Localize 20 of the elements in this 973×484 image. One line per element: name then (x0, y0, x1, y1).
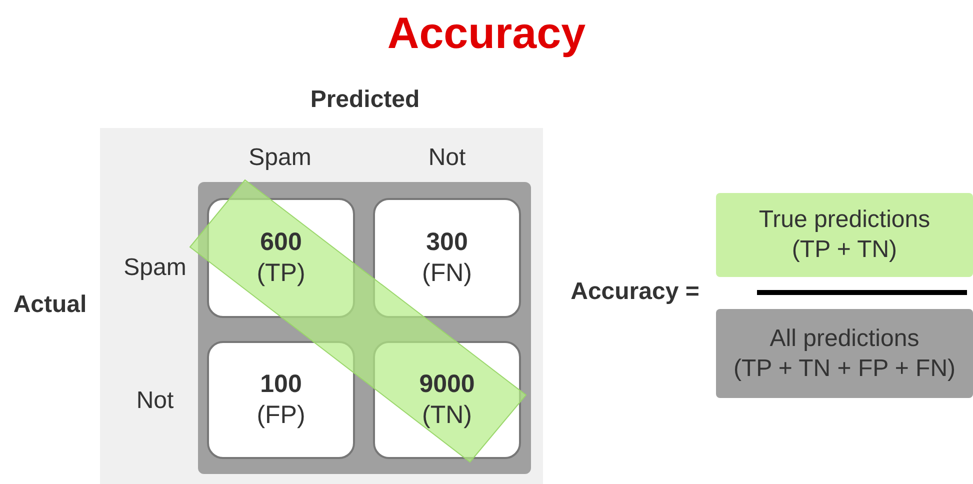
count-value: 100 (260, 369, 302, 400)
cell-label: (FN) (422, 258, 472, 289)
cell-label: (FP) (256, 400, 306, 431)
column-header: Spam (248, 144, 312, 172)
formula-label: Accuracy = (570, 278, 700, 306)
cell-label: (TP) (256, 258, 306, 289)
count-value: 600 (260, 227, 302, 258)
axis-title: Actual (12, 291, 88, 319)
title-text: Accuracy (386, 8, 587, 60)
cell-label: (TN) (422, 400, 472, 431)
denominator-box: All predictions (TP + TN + FP + FN) (716, 309, 973, 398)
row-header: Spam (122, 254, 188, 282)
axis-title: Predicted (309, 86, 421, 114)
column-header: Not (427, 144, 467, 172)
numerator-box: True predictions (TP + TN) (716, 193, 973, 277)
count-value: 9000 (419, 369, 475, 400)
matrix-cell (373, 198, 521, 318)
row-header: Not (135, 387, 175, 415)
count-value: 300 (426, 227, 468, 258)
matrix-cell (207, 341, 355, 459)
